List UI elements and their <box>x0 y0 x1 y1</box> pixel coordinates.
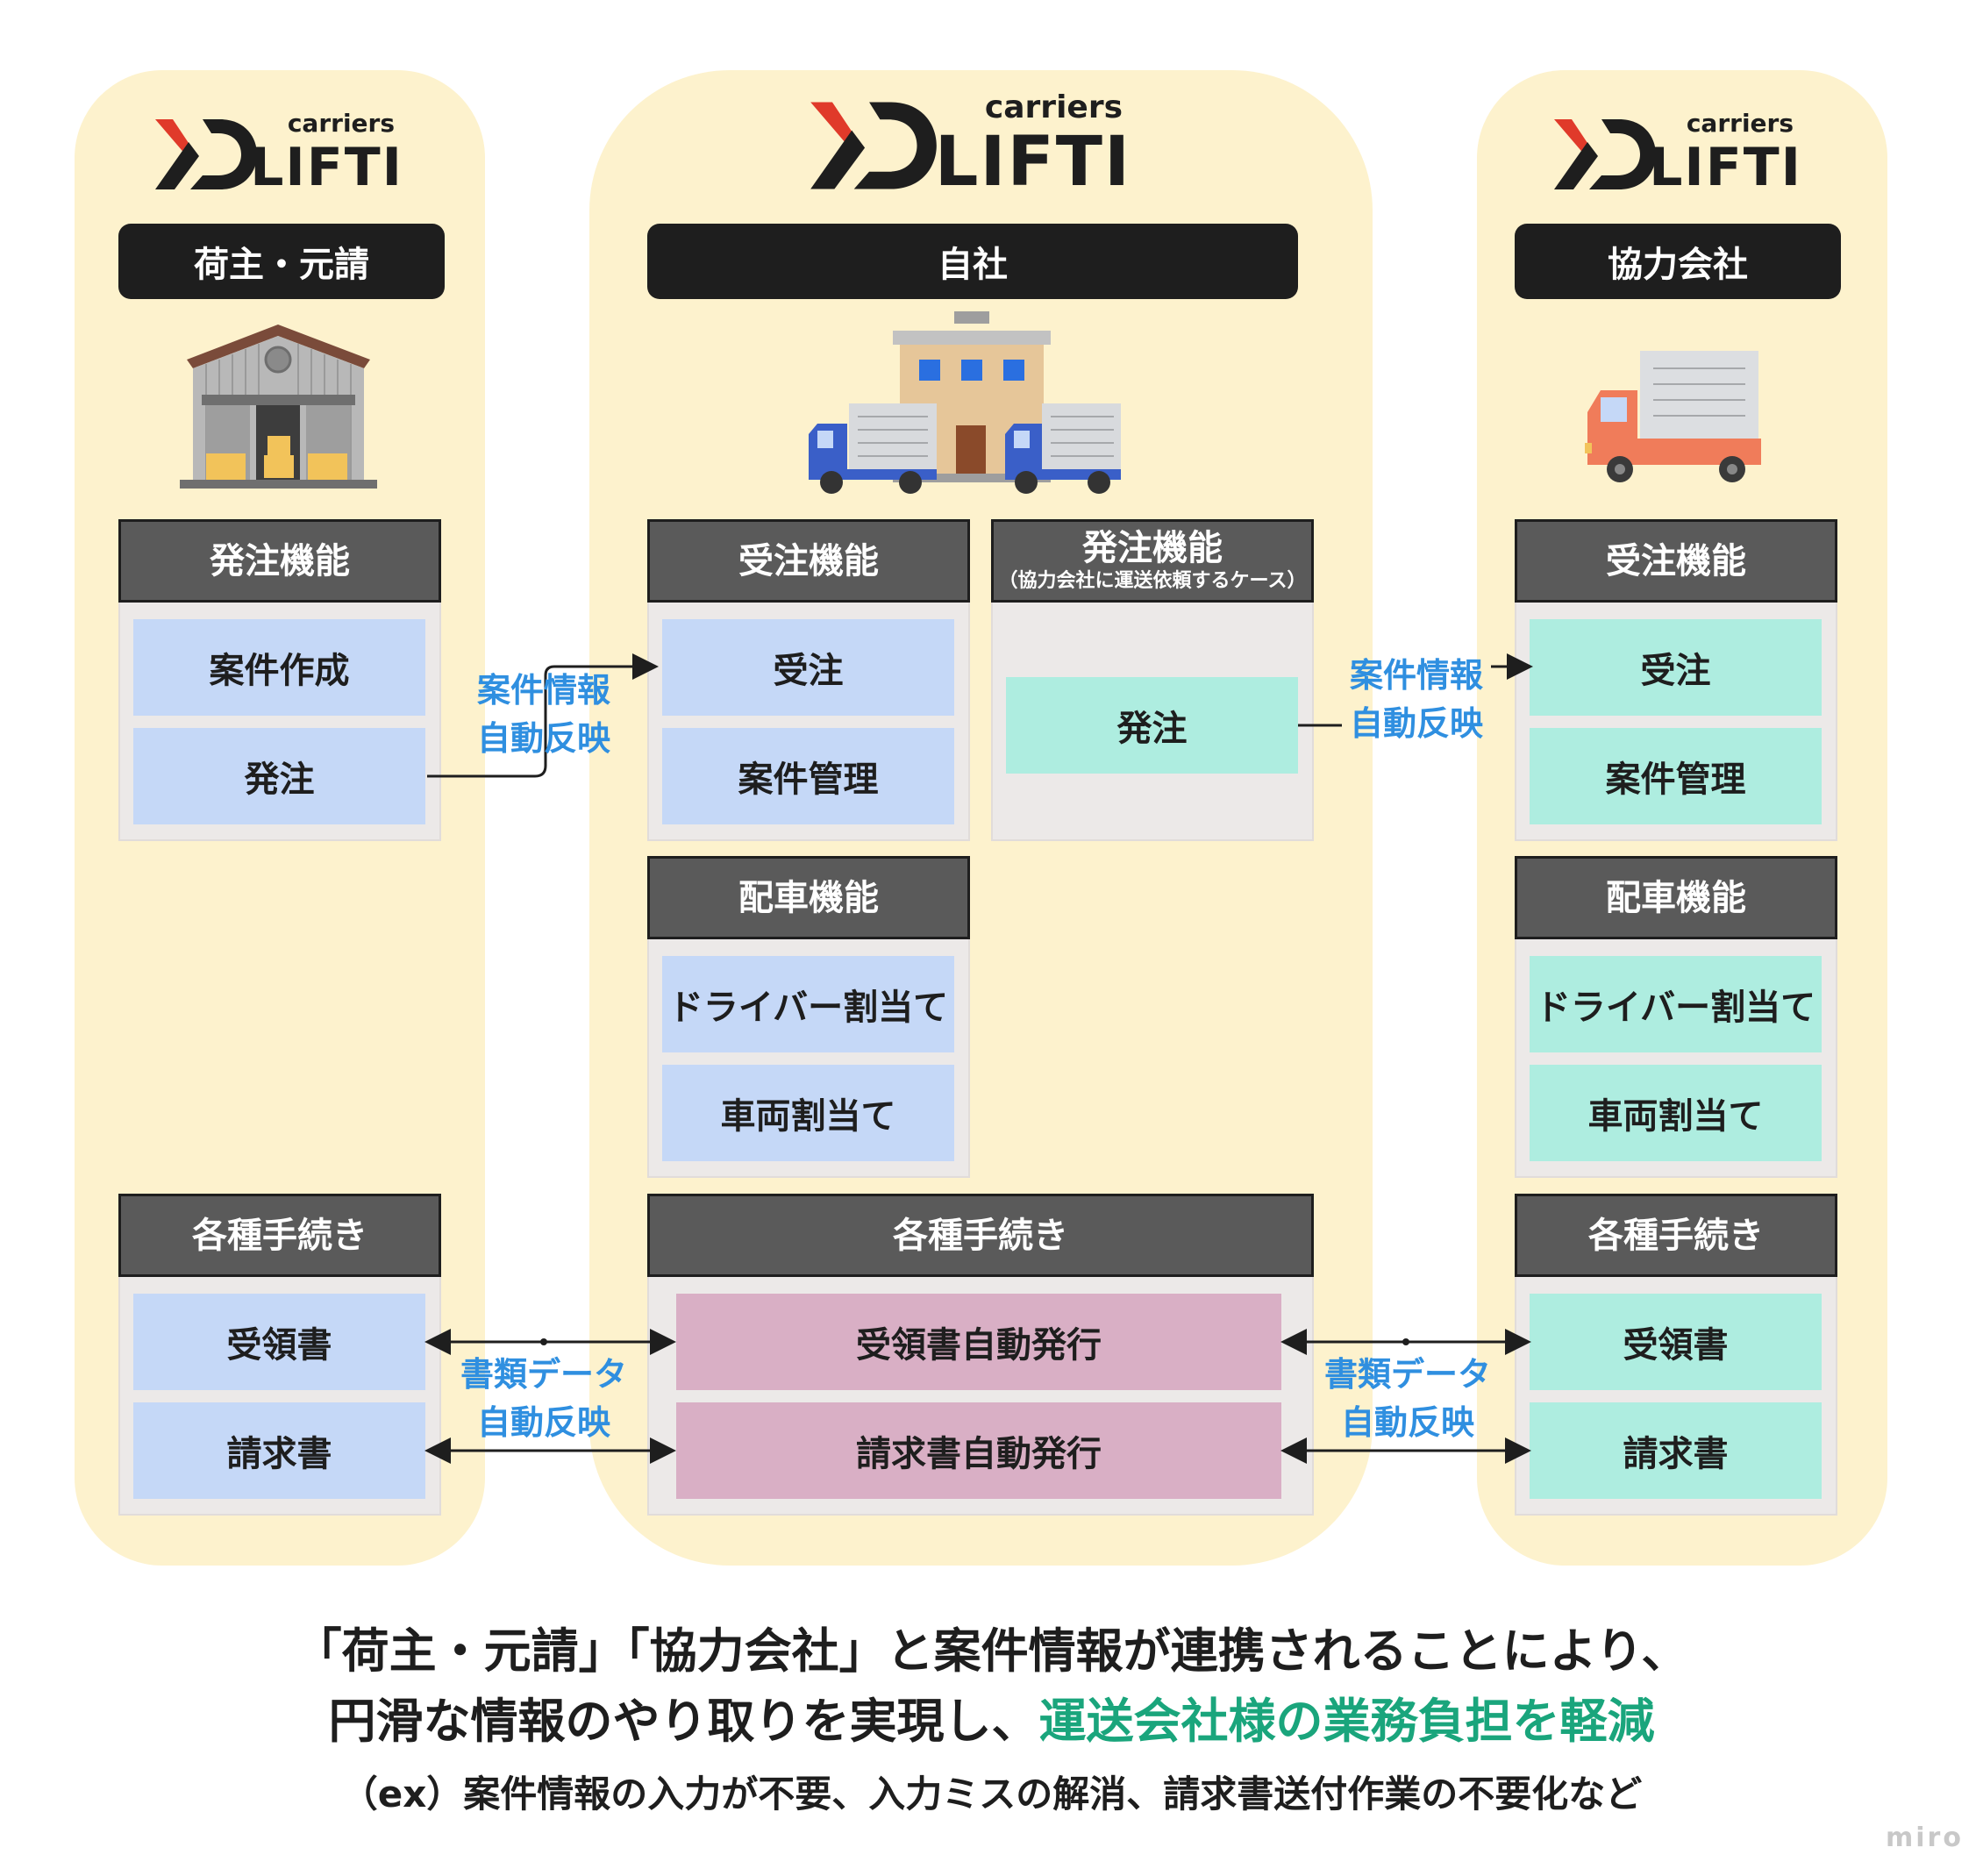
center-docs-item-receipt: 受領書自動発行 <box>676 1294 1281 1390</box>
header-label: 各種手続き <box>1588 1215 1764 1256</box>
logo-tagline: carriers <box>1686 109 1794 138</box>
logo-mark-icon <box>810 102 937 189</box>
center-receive-item-order: 受注 <box>662 619 954 716</box>
left-docs-header: 各種手続き <box>118 1194 441 1277</box>
connector-label-docs-left: 書類データ 自動反映 <box>443 1351 645 1447</box>
connector-line2: 自動反映 <box>476 719 610 759</box>
center-docs-item-invoice: 請求書自動発行 <box>676 1402 1281 1499</box>
connector-line1: 書類データ <box>1323 1355 1491 1394</box>
connector-line1: 案件情報 <box>1349 656 1483 695</box>
case-arrow-left <box>427 653 659 778</box>
center-order-item-order: 発注 <box>1006 677 1298 774</box>
connector-line2: 自動反映 <box>1340 1403 1474 1443</box>
logo-wordmark: LIFTI <box>250 137 403 198</box>
column-title-shipper: 荷主・元請 <box>118 224 445 299</box>
left-order-item-create: 案件作成 <box>133 619 425 716</box>
header-label: 受注機能 <box>1606 540 1746 581</box>
right-dispatch-header: 配車機能 <box>1515 856 1837 939</box>
left-docs-item-receipt: 受領書 <box>133 1294 425 1390</box>
right-docs-item-receipt: 受領書 <box>1530 1294 1822 1390</box>
center-dispatch-header: 配車機能 <box>647 856 970 939</box>
logo-wordmark: LIFTI <box>934 123 1131 202</box>
caption-line-2-plain: 円滑な情報のやり取りを実現し、 <box>328 1694 1039 1749</box>
right-receive-item-order: 受注 <box>1530 619 1822 716</box>
connector-label-case-left: 案件情報 自動反映 <box>456 667 631 763</box>
right-receive-header: 受注機能 <box>1515 519 1837 603</box>
header-label: 配車機能 <box>738 877 879 918</box>
header-label: 配車機能 <box>1606 877 1746 918</box>
center-docs-header: 各種手続き <box>647 1194 1314 1277</box>
connector-line1: 案件情報 <box>476 671 610 710</box>
caption-line-1: 「荷主・元請」「協力会社」と案件情報が連携されることにより、 <box>294 1623 1689 1679</box>
miro-watermark: miro <box>1886 1823 1964 1853</box>
office-with-trucks-icon <box>809 311 1121 494</box>
center-receive-header: 受注機能 <box>647 519 970 603</box>
right-receive-item-manage: 案件管理 <box>1530 728 1822 824</box>
truck-icon <box>1585 351 1761 482</box>
caption-line-2: 円滑な情報のやり取りを実現し、運送会社様の業務負担を軽減 <box>0 1682 1983 1751</box>
header-label: 発注機能 <box>210 540 350 581</box>
warehouse-icon <box>180 325 377 489</box>
logo-mark-icon <box>155 119 257 189</box>
header-label: 各種手続き <box>893 1215 1068 1256</box>
logo-tagline: carriers <box>984 89 1123 125</box>
logo-left: carriers LIFTI <box>153 109 403 198</box>
header-label: 発注機能 <box>1082 528 1223 569</box>
left-order-header: 発注機能 <box>118 519 441 603</box>
center-order-header: 発注機能 （協力会社に運送依頼するケース） <box>991 519 1314 603</box>
left-order-item-order: 発注 <box>133 728 425 824</box>
logo-wordmark: LIFTI <box>1649 137 1802 198</box>
logo-center: carriers LIFTI <box>807 89 1131 202</box>
center-dispatch-item-driver: ドライバー割当て <box>662 956 954 1052</box>
column-title-own-company: 自社 <box>647 224 1298 299</box>
right-docs-header: 各種手続き <box>1515 1194 1837 1277</box>
connector-label-docs-right: 書類データ 自動反映 <box>1307 1351 1509 1447</box>
center-dispatch-item-vehicle: 車両割当て <box>662 1065 954 1161</box>
right-dispatch-item-vehicle: 車両割当て <box>1530 1065 1822 1161</box>
left-docs-item-invoice: 請求書 <box>133 1402 425 1499</box>
logo-right: carriers LIFTI <box>1552 109 1802 198</box>
connector-line2: 自動反映 <box>476 1403 610 1443</box>
connector-line1: 書類データ <box>460 1355 627 1394</box>
header-label: 各種手続き <box>192 1215 367 1256</box>
column-title-partner: 協力会社 <box>1515 224 1841 299</box>
logo-mark-icon <box>1554 119 1656 189</box>
logo-tagline: carriers <box>287 109 395 138</box>
right-docs-item-invoice: 請求書 <box>1530 1402 1822 1499</box>
center-receive-item-manage: 案件管理 <box>662 728 954 824</box>
connector-arrows <box>424 653 1533 1464</box>
header-label: 受注機能 <box>738 540 879 581</box>
header-sublabel: （協力会社に運送依頼するケース） <box>998 570 1307 593</box>
connector-line2: 自動反映 <box>1349 704 1483 744</box>
right-dispatch-item-driver: ドライバー割当て <box>1530 956 1822 1052</box>
caption-line-3: （ex）案件情報の入力が不要、入力ミスの解消、請求書送付作業の不要化など <box>340 1773 1643 1815</box>
caption-line-2-highlight: 運送会社様の業務負担を軽減 <box>1038 1694 1655 1749</box>
connector-label-case-right: 案件情報 自動反映 <box>1329 652 1504 748</box>
